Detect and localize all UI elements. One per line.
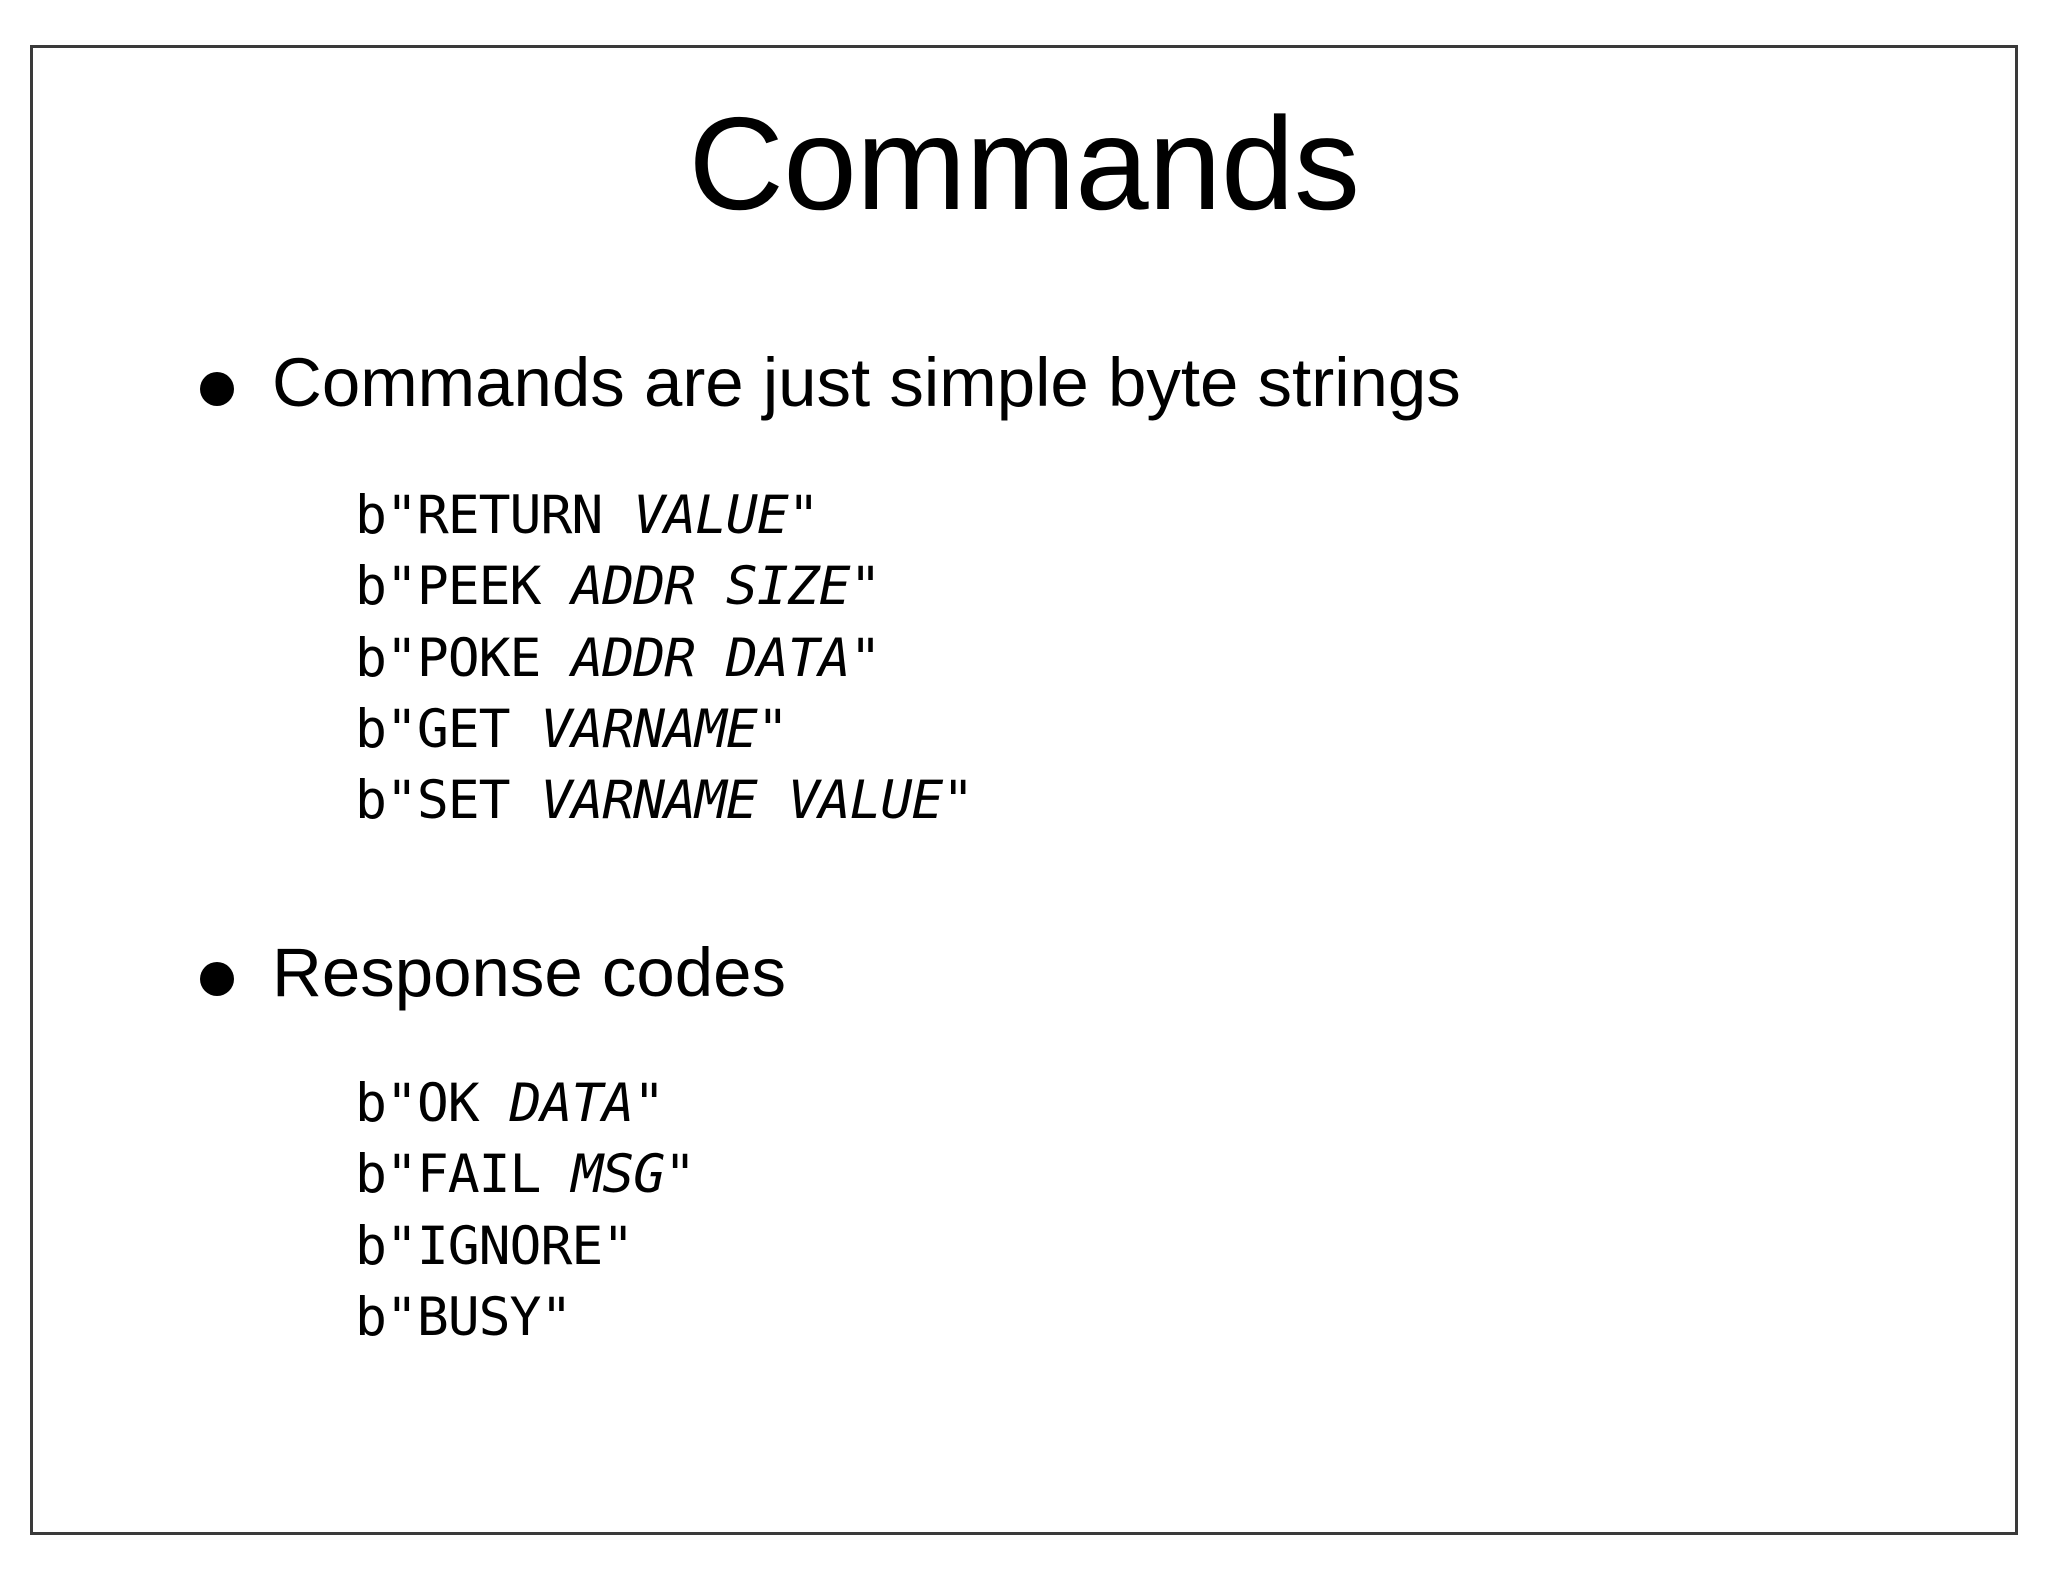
code-suffix: "	[756, 698, 789, 760]
code-line: b"OK DATA"	[355, 1068, 695, 1139]
code-suffix: "	[664, 1144, 696, 1206]
code-suffix: "	[942, 770, 974, 832]
code-param: VALUE	[633, 485, 789, 546]
code-prefix: b"IGNORE"	[355, 1215, 634, 1277]
bullet-label: Response codes	[272, 934, 786, 1011]
code-line: b"POKE ADDR DATA"	[355, 623, 973, 694]
code-block-commands: b"RETURN VALUE" b"PEEK ADDR SIZE" b"POKE…	[355, 480, 974, 836]
slide-title: Commands	[688, 90, 1360, 237]
bullet-item-response-codes: Response codes	[200, 938, 786, 1007]
code-param: VARNAME VALUE	[540, 770, 943, 832]
code-prefix: b"RETURN	[355, 485, 634, 546]
code-prefix: b"PEEK	[355, 556, 572, 618]
code-prefix: b"BUSY"	[355, 1286, 572, 1348]
code-block-response-codes: b"OK DATA" b"FAIL MSG" b"IGNORE" b"BUSY"	[355, 1068, 696, 1353]
code-line: b"GET VARNAME"	[355, 694, 973, 765]
code-suffix: "	[849, 627, 882, 689]
code-param: ADDR SIZE	[571, 556, 850, 618]
code-prefix: b"POKE	[355, 627, 572, 689]
code-prefix: b"FAIL	[355, 1144, 572, 1206]
code-line: b"BUSY"	[355, 1282, 695, 1353]
code-prefix: b"SET	[355, 770, 541, 832]
code-line: b"FAIL MSG"	[355, 1139, 696, 1210]
code-param: DATA	[509, 1073, 635, 1134]
code-line: b"RETURN VALUE"	[355, 480, 973, 551]
code-param: MSG	[571, 1144, 665, 1206]
code-param: VARNAME	[540, 698, 757, 760]
code-prefix: b"OK	[355, 1073, 510, 1134]
code-suffix: "	[633, 1073, 665, 1134]
code-line: b"IGNORE"	[355, 1211, 695, 1282]
bullet-label: Commands are just simple byte strings	[272, 344, 1461, 421]
code-suffix: "	[849, 556, 882, 618]
code-suffix: "	[787, 485, 820, 546]
code-prefix: b"GET	[355, 698, 541, 760]
code-line: b"PEEK ADDR SIZE"	[355, 551, 973, 622]
bullet-dot-icon	[200, 962, 234, 996]
code-line: b"SET VARNAME VALUE"	[355, 765, 974, 836]
bullet-dot-icon	[200, 372, 234, 406]
slide-border-frame	[30, 45, 2018, 1535]
code-param: ADDR DATA	[571, 627, 850, 689]
bullet-item-commands: Commands are just simple byte strings	[200, 348, 1461, 417]
